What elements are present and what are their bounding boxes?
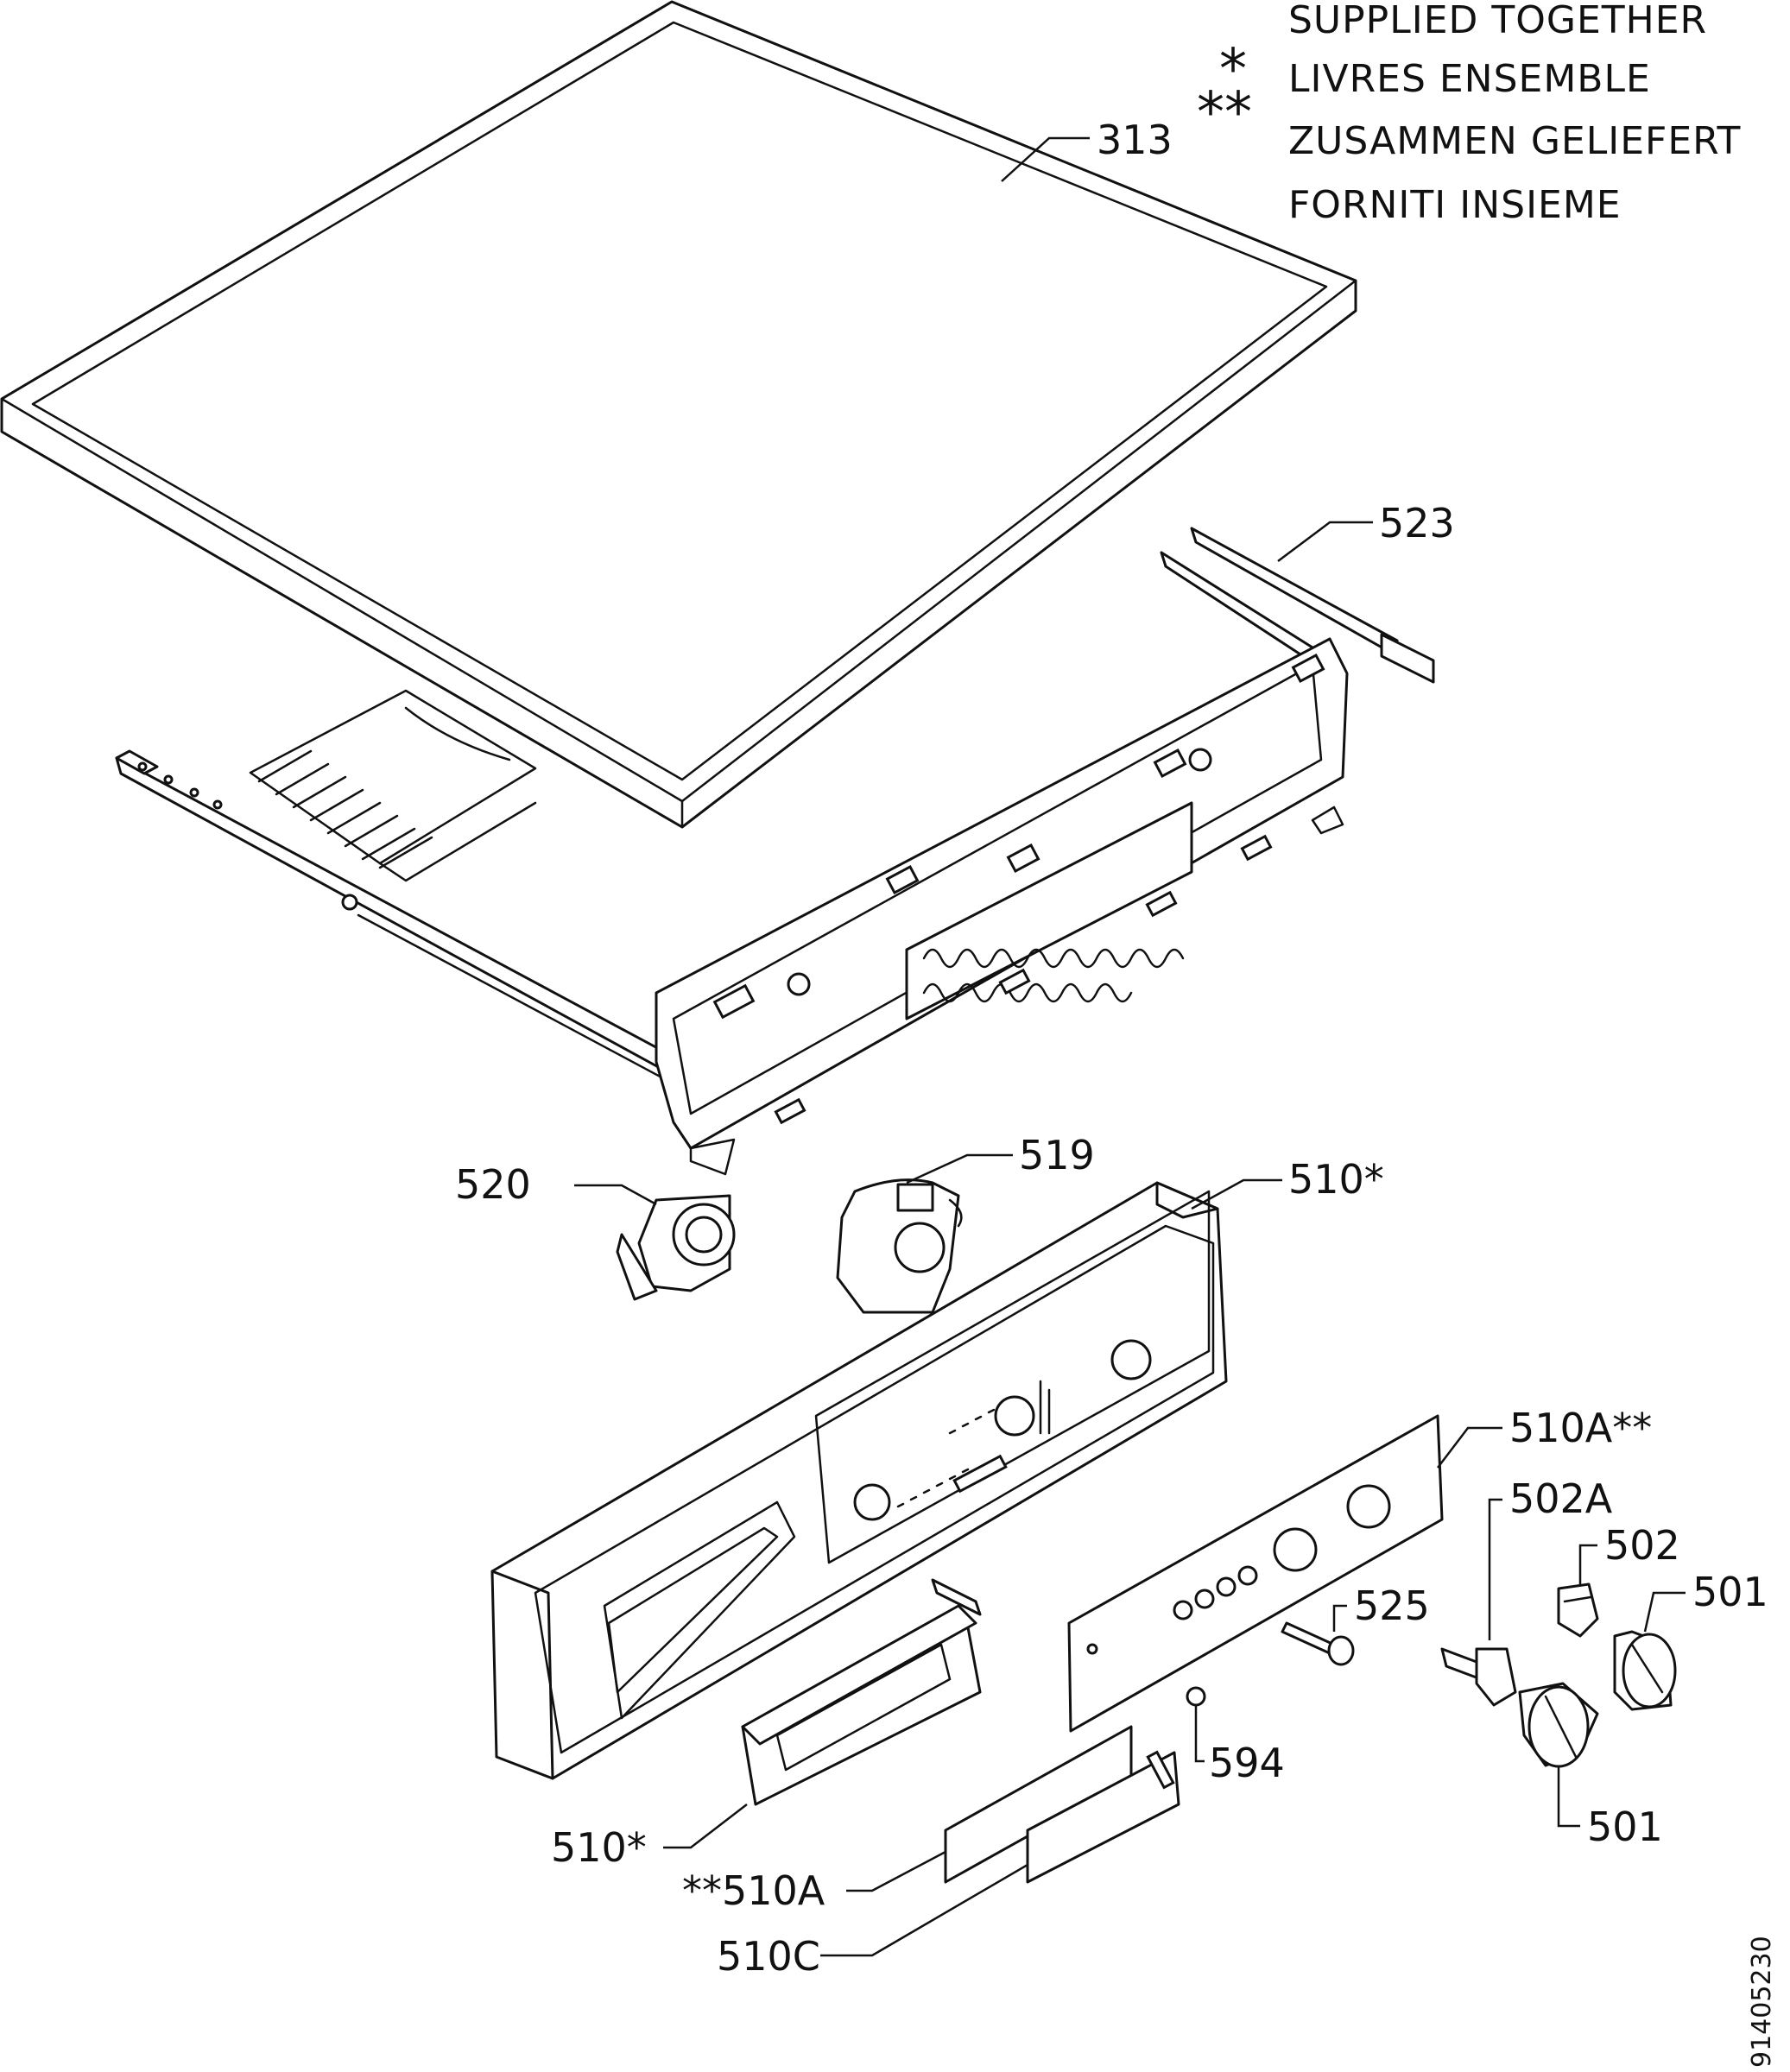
label-501-top: 501 — [1692, 1569, 1768, 1615]
legend-line-german: ZUSAMMEN GELIEFERT — [1288, 119, 1741, 163]
legend: SUPPLIED TOGETHER LIVRES ENSEMBLE ZUSAMM… — [1197, 0, 1741, 227]
part-520-cam — [616, 1194, 736, 1301]
label-510-drawer: 510* — [551, 1824, 647, 1871]
label-502a: 502A — [1509, 1475, 1613, 1522]
label-510-panel: 510* — [1288, 1156, 1384, 1203]
part-502-adaptor — [1557, 1582, 1599, 1638]
part-502a-shaft — [1440, 1647, 1517, 1707]
leader-lines — [574, 136, 1686, 1957]
legend-single-star: * — [1219, 38, 1247, 102]
label-502: 502 — [1604, 1522, 1680, 1569]
label-510a-panel: 510A** — [1509, 1405, 1652, 1451]
part-501-knob-top — [1613, 1630, 1677, 1711]
legend-double-star: ** — [1197, 81, 1252, 145]
legend-line-french: LIVRES ENSEMBLE — [1288, 57, 1651, 101]
label-313: 313 — [1097, 117, 1173, 163]
part-313-top-cover — [0, 0, 1357, 829]
part-labels: 313 523 520 519 510* 510A** 502A 502 501… — [455, 117, 1768, 1980]
part-510-control-panel — [490, 1181, 1228, 1780]
label-501-bottom: 501 — [1587, 1804, 1663, 1850]
part-519-cam-wheel — [836, 1178, 963, 1314]
part-525-indicator — [1281, 1621, 1355, 1666]
part-594-clip — [1186, 1686, 1206, 1707]
part-501-knob-bottom — [1518, 1682, 1599, 1768]
label-525: 525 — [1354, 1582, 1430, 1629]
legend-line-italian: FORNITI INSIEME — [1288, 183, 1622, 227]
legend-line-english: SUPPLIED TOGETHER — [1288, 0, 1707, 42]
label-594: 594 — [1209, 1740, 1285, 1786]
label-519: 519 — [1019, 1132, 1095, 1178]
label-510c: 510C — [717, 1933, 820, 1980]
label-510a-strip: **510A — [682, 1867, 825, 1914]
document-id: 91405230 — [1747, 1936, 1777, 2068]
part-523-chassis-frame — [115, 527, 1435, 1176]
label-523: 523 — [1379, 500, 1455, 546]
part-510-drawer-front — [741, 1578, 982, 1806]
part-510a-label-strip — [1067, 1414, 1444, 1733]
label-520: 520 — [455, 1161, 531, 1208]
